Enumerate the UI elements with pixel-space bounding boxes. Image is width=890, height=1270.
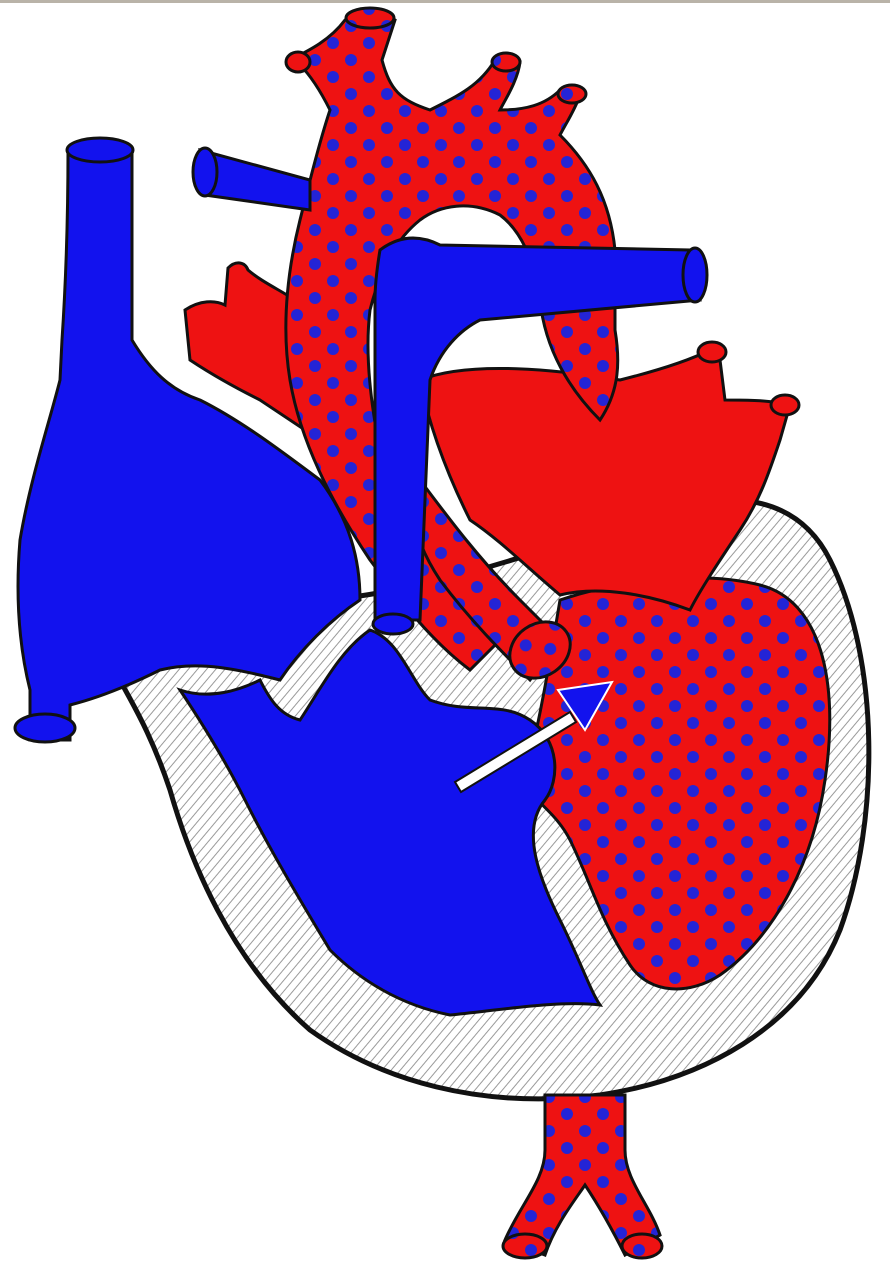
carotid-branch-end <box>492 53 520 71</box>
descending-aorta-left-end <box>503 1234 547 1258</box>
descending-aorta-right-end <box>622 1234 662 1258</box>
descending-aorta <box>505 1095 660 1255</box>
inferior-vena-cava-end <box>15 714 75 742</box>
innominate-vein-end <box>193 148 217 196</box>
left-arch-branch-end <box>286 52 310 72</box>
subclavian-branch-end <box>558 85 586 103</box>
brachiocephalic-branch-end <box>346 8 394 28</box>
pulmonary-artery-right-end <box>683 248 707 302</box>
pulmonary-artery-bottom-end <box>373 614 413 634</box>
pulmonary-vein-right-a <box>698 342 726 362</box>
superior-vena-cava-top <box>67 138 133 162</box>
pulmonary-vein-right-b <box>771 395 799 415</box>
